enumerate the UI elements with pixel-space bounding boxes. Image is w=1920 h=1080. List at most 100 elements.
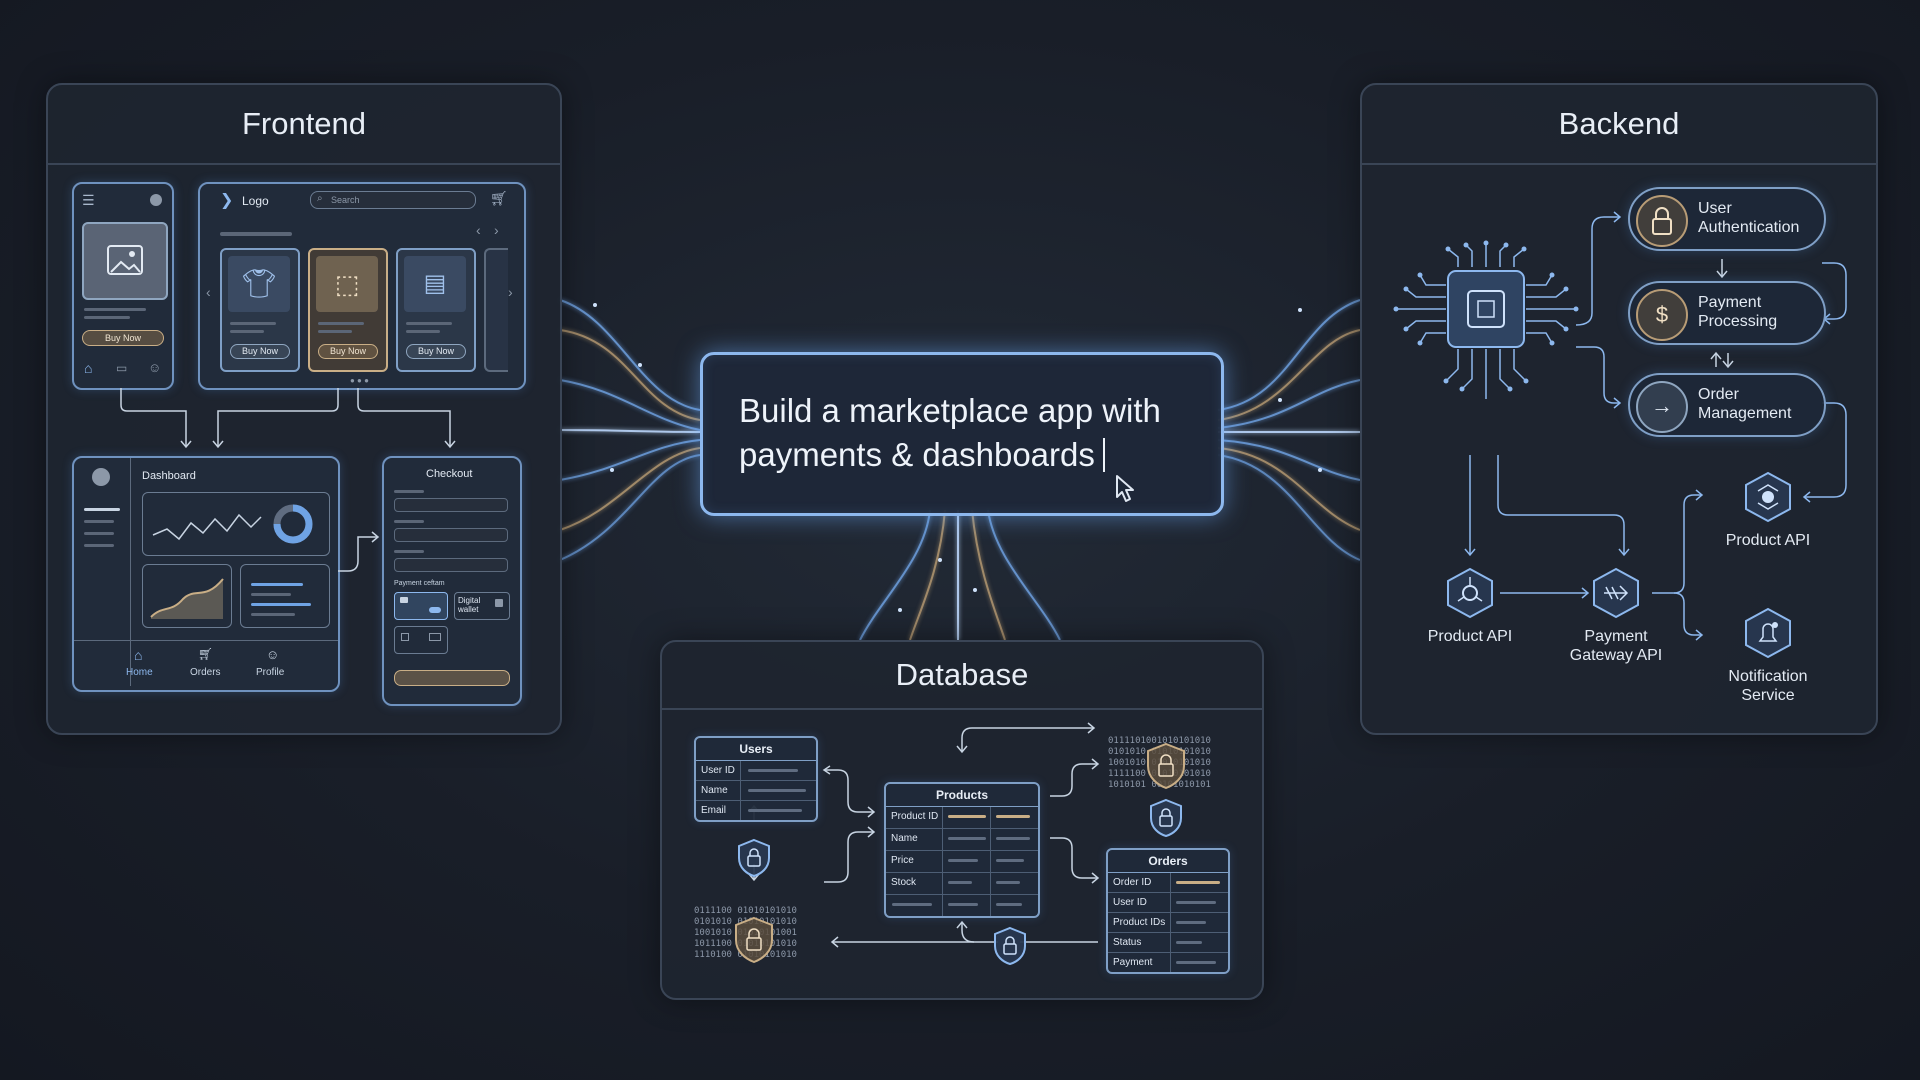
table-row: Order ID (1108, 873, 1228, 893)
nav-profile[interactable]: Profile (256, 667, 285, 678)
payment-label: Payment ceftam (394, 580, 445, 587)
wallet-label: Digital wallet (458, 596, 481, 614)
buy-now-button[interactable]: Buy Now (406, 344, 466, 359)
product-api-hex-icon (1745, 471, 1791, 523)
cart-icon[interactable]: 🛒︎ (490, 190, 508, 206)
database-title: Database (662, 642, 1262, 710)
table-row: Email (696, 801, 816, 820)
payment-gateway-hex-icon (1593, 567, 1639, 619)
database-panel: Database 0111101001010101010 0101010 010… (660, 640, 1264, 1000)
home-icon[interactable]: ⌂ (84, 360, 93, 376)
chip-icon (1393, 240, 1579, 399)
product-card-partial (484, 248, 508, 372)
table-row: User ID (1108, 893, 1228, 913)
book-icon: ▤ (404, 256, 466, 312)
text-cursor (1102, 438, 1105, 472)
buy-now-button[interactable]: Buy Now (230, 344, 290, 359)
cart-icon[interactable]: 🛒︎ (198, 647, 214, 661)
logo-text: Logo (242, 194, 269, 208)
shield-lock-icon (738, 838, 770, 878)
search-placeholder: Search (331, 195, 360, 205)
product-api-hex-icon (1447, 567, 1493, 619)
service-label: Payment Processing (1698, 294, 1778, 330)
prompt-line-1: Build a marketplace app with (739, 392, 1161, 429)
frontend-connectors (120, 388, 456, 572)
checkout-field[interactable] (394, 528, 508, 542)
table-row (886, 895, 1038, 916)
frontend-panel: Frontend ☰ Buy Now ⌂ ▭ ☺ ❯ Logo ⌕ Search… (46, 83, 562, 735)
dashboard-nav: ⌂ Home 🛒︎ Orders ☺ Profile (74, 640, 338, 687)
digital-wallet-option[interactable]: Digital wallet (454, 592, 510, 620)
notification-service-label: Notification Service (1728, 668, 1808, 704)
checkout-field[interactable] (394, 558, 508, 572)
pay-button[interactable] (394, 670, 510, 686)
table-row: Product ID (886, 807, 1038, 829)
backend-title: Backend (1362, 85, 1876, 165)
nav-home[interactable]: Home (126, 667, 153, 678)
user-icon[interactable]: ☺ (148, 360, 162, 375)
product-api-label: Product API (1427, 628, 1513, 645)
product-card[interactable]: ▤ Buy Now (396, 248, 476, 372)
users-table[interactable]: Users User ID Name Email (694, 736, 818, 822)
table-row: User ID (696, 761, 816, 781)
menu-icon[interactable]: ☰ (82, 192, 95, 208)
card-option[interactable] (394, 626, 448, 654)
checkout-title: Checkout (426, 468, 473, 480)
order-management-service[interactable]: → Order Management (1628, 373, 1826, 437)
line-chart-widget (142, 492, 330, 556)
payment-processing-service[interactable]: $ Payment Processing (1628, 281, 1826, 345)
frontend-title: Frontend (48, 85, 560, 165)
chevron-left-icon[interactable]: ‹ (476, 222, 481, 238)
tshirt-icon: 👕︎ (228, 256, 290, 312)
product-card[interactable]: 👕︎ Buy Now (220, 248, 300, 372)
table-row: Price (886, 851, 1038, 873)
box-icon: ⬚ (316, 256, 378, 312)
store-wireframe: ❯ Logo ⌕ Search 🛒︎ ‹ › ‹ › 👕︎ Buy Now ⬚ … (198, 182, 526, 390)
search-input[interactable]: ⌕ Search (310, 191, 476, 209)
checkout-field[interactable] (394, 498, 508, 512)
area-chart-widget (142, 564, 232, 628)
table-row: Name (696, 781, 816, 801)
bag-icon[interactable]: ▭ (116, 361, 128, 375)
nav-orders[interactable]: Orders (190, 667, 221, 678)
table-title: Users (696, 738, 816, 761)
user-icon[interactable]: ☺ (266, 647, 280, 662)
bars-widget (240, 564, 330, 628)
logo-icon: ❯ (220, 192, 234, 209)
text-line (84, 316, 130, 319)
table-title: Orders (1108, 850, 1228, 873)
home-icon[interactable]: ⌂ (134, 647, 143, 663)
buy-now-button[interactable]: Buy Now (318, 344, 378, 359)
toggle-icon (429, 607, 441, 613)
pointer-cursor-icon (1116, 475, 1134, 502)
carousel-prev-icon[interactable]: ‹ (206, 284, 211, 300)
orders-table[interactable]: Orders Order ID User ID Product IDs Stat… (1106, 848, 1230, 974)
dashboard-wireframe: Dashboard ⌂ Home 🛒︎ Orders ☺ Profile (72, 456, 340, 692)
image-icon (82, 222, 168, 300)
buy-now-button[interactable]: Buy Now (82, 330, 164, 346)
prompt-text[interactable]: Build a marketplace app with payments & … (739, 389, 1161, 477)
wallet-icon (495, 599, 503, 607)
table-title: Products (886, 784, 1038, 807)
prompt-input[interactable]: Build a marketplace app with payments & … (700, 352, 1224, 516)
product-card[interactable]: ⬚ Buy Now (308, 248, 388, 372)
table-row: Payment (1108, 953, 1228, 972)
card-payment-option[interactable] (394, 592, 448, 620)
payment-gateway-api-label: Payment Gateway API (1569, 628, 1663, 664)
table-row: Stock (886, 873, 1038, 895)
carousel-next-icon[interactable]: › (508, 284, 513, 300)
table-row: Status (1108, 933, 1228, 953)
service-label: User Authentication (1698, 200, 1800, 236)
mobile-wireframe: ☰ Buy Now ⌂ ▭ ☺ (72, 182, 174, 390)
products-table[interactable]: Products Product ID Name Price Stock (884, 782, 1040, 918)
chevron-right-icon[interactable]: › (494, 222, 499, 238)
text-line (220, 232, 292, 236)
checkout-wireframe: Checkout Payment ceftam Digital wallet (382, 456, 522, 706)
table-row: Name (886, 829, 1038, 851)
notification-bell-hex-icon (1745, 607, 1791, 659)
dashboard-sidebar (74, 458, 131, 686)
product-api-label-top: Product API (1725, 532, 1811, 549)
user-authentication-service[interactable]: User Authentication (1628, 187, 1826, 251)
dashboard-title: Dashboard (142, 470, 196, 482)
